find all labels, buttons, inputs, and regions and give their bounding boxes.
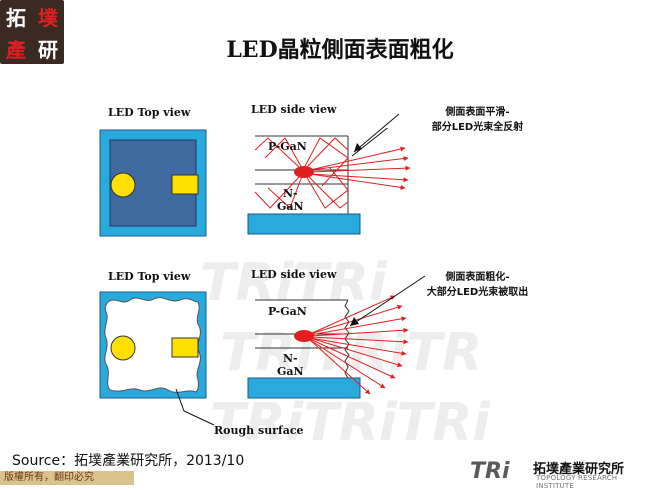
bottom-top-view-label: LED Top view [108,270,191,283]
tri-logo-mark: TRi [470,459,510,484]
side-view-smooth [247,128,411,235]
institute-logo: 拓 墣 產 研 [0,0,64,64]
contact-square-icon [171,337,199,358]
bottom-note: 側面表面粗化- 大部分LED光束被取出 [405,268,550,298]
top-side-view-label: LED side view [251,103,337,116]
bottom-callout-arrow [349,275,426,327]
contact-square-icon [171,174,199,195]
bottom-p-gan-label: P-GaN [268,305,307,318]
footer-institute-sub: TOPOLOGY RESEARCH INSTITUTE [536,474,618,490]
source-text: Source：拓墣產業研究所，2013/10 [12,453,245,469]
top-p-gan-label: P-GaN [268,140,307,153]
logo-char-1: 拓 [6,5,26,30]
svg-text:TRiTRi: TRiTRi [200,253,388,313]
contact-circle-icon [110,172,136,198]
logo-char-2: 墣 [38,5,58,30]
rough-callout-line [175,388,215,426]
bottom-note-line1: 側面表面粗化- [445,272,510,283]
footer-institute-name: 拓墣產業研究所 [533,462,625,477]
top-callout-arrow [353,113,400,153]
tri-watermark: TRiTRi TRiTRiTR TRiTRiTRi [200,253,491,453]
top-note-line2: 部分LED光束全反射 [431,122,524,133]
top-top-view-label: LED Top view [108,106,191,119]
contact-circle-icon [110,335,136,361]
bottom-note-line2: 大部分LED光束被取出 [426,287,529,298]
top-n-gan-label: N- GaN [277,187,304,213]
side-view-rough [247,295,409,399]
top-note-line1: 側面表面平滑- [445,107,510,118]
rough-surface-label: Rough surface [214,424,304,437]
logo-char-3: 產 [6,37,26,62]
bottom-side-view-label: LED side view [251,268,337,281]
copyright-bar: 版權所有，翻印必究 [0,471,134,485]
svg-text:TRiTRiTRi: TRiTRiTRi [210,393,491,453]
svg-text:TRi: TRi [470,459,510,484]
top-view-smooth [99,129,207,237]
logo-char-4: 研 [38,37,58,62]
top-note: 側面表面平滑- 部分LED光束全反射 [405,103,550,133]
slide-title: LED晶粒側面表面粗化 [226,37,454,63]
bottom-n-gan-label: N- GaN [277,352,304,378]
top-view-rough [99,291,207,399]
